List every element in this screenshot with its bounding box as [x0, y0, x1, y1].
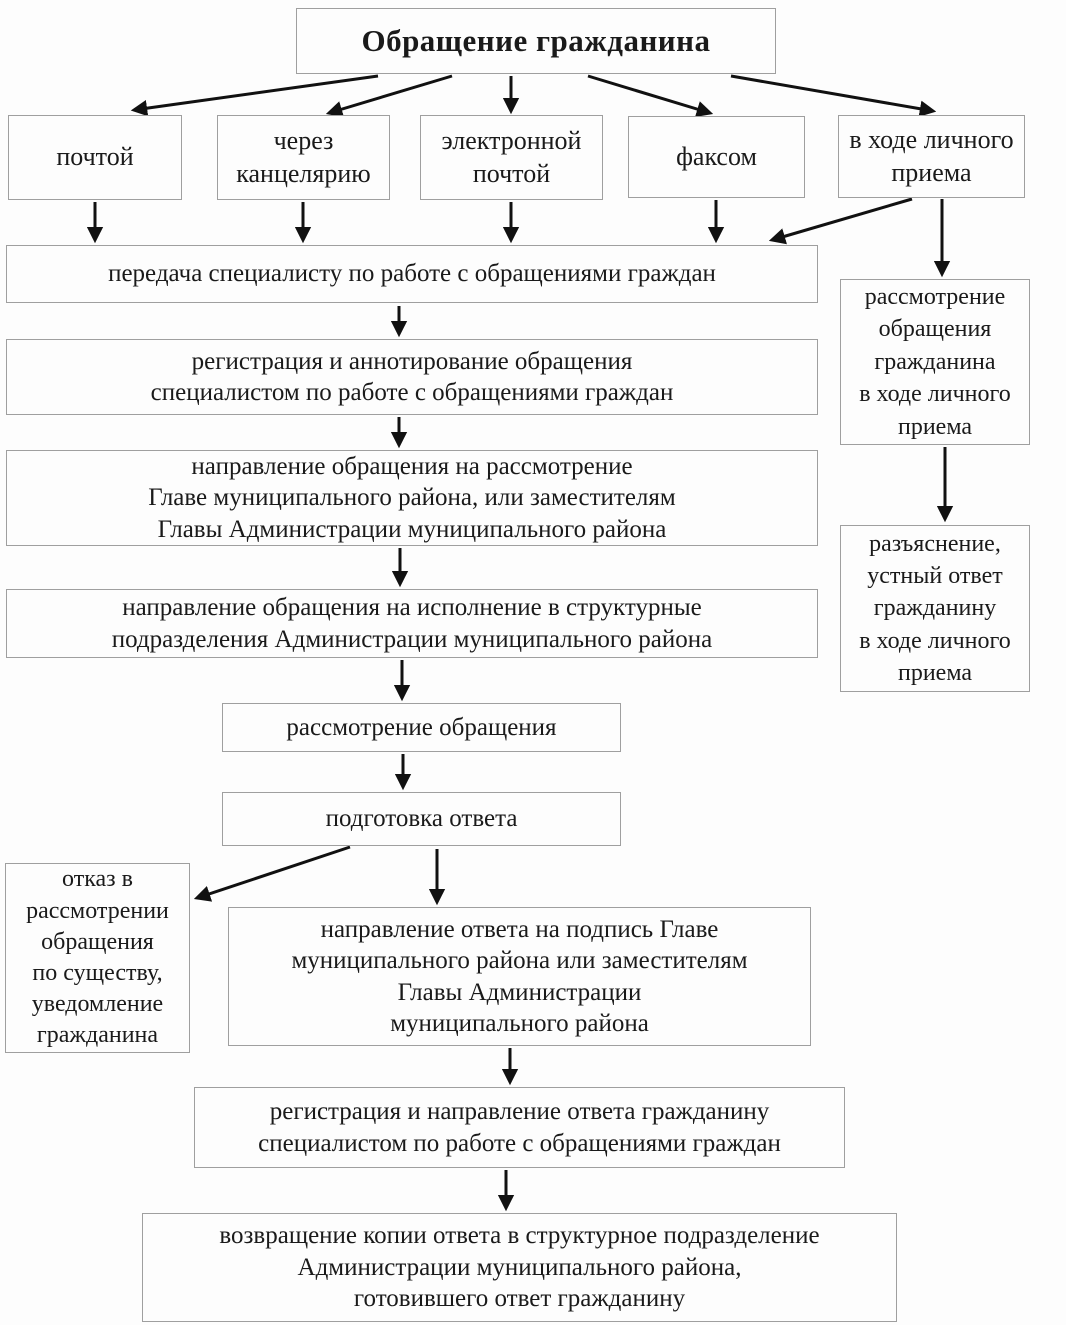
node-answer-registration-sending: регистрация и направление ответа граждан… [194, 1087, 845, 1168]
arrow-title-to-personal [730, 74, 937, 117]
node-transfer-to-specialist: передача специалисту по работе с обращен… [6, 245, 818, 303]
node-citizen-appeal-title: Обращение гражданина [296, 8, 776, 74]
node-direction-for-execution: направление обращения на исполнение в ст… [6, 589, 818, 658]
node-answer-preparation: подготовка ответа [222, 792, 621, 846]
arrow-title-to-mail [130, 74, 379, 117]
arrow-answer-prep-to-refusal [193, 845, 351, 902]
arrow-personal-to-transfer [768, 197, 913, 245]
node-registration-annotation: регистрация и аннотирование обращения сп… [6, 339, 818, 415]
node-channel-email: электронной почтой [420, 115, 603, 200]
node-channel-chancery: через канцелярию [217, 115, 390, 200]
node-personal-reception-oral-answer: разъяснение, устный ответ гражданину в х… [840, 525, 1030, 692]
node-channel-mail: почтой [8, 115, 182, 200]
node-appeal-review: рассмотрение обращения [222, 703, 621, 752]
node-copy-return: возвращение копии ответа в структурное п… [142, 1213, 897, 1322]
node-answer-for-signature: направление ответа на подпись Главе муни… [228, 907, 811, 1046]
node-refusal-notification: отказ в рассмотрении обращения по сущест… [5, 863, 190, 1053]
node-channel-personal-reception: в ходе личного приема [838, 115, 1025, 198]
node-channel-fax: факсом [628, 116, 805, 198]
arrow-title-to-chancery [325, 74, 453, 118]
arrow-title-to-fax [587, 74, 714, 118]
node-direction-for-review: направление обращения на рассмотрение Гл… [6, 450, 818, 546]
node-personal-reception-review: рассмотрение обращения гражданина в ходе… [840, 279, 1030, 445]
